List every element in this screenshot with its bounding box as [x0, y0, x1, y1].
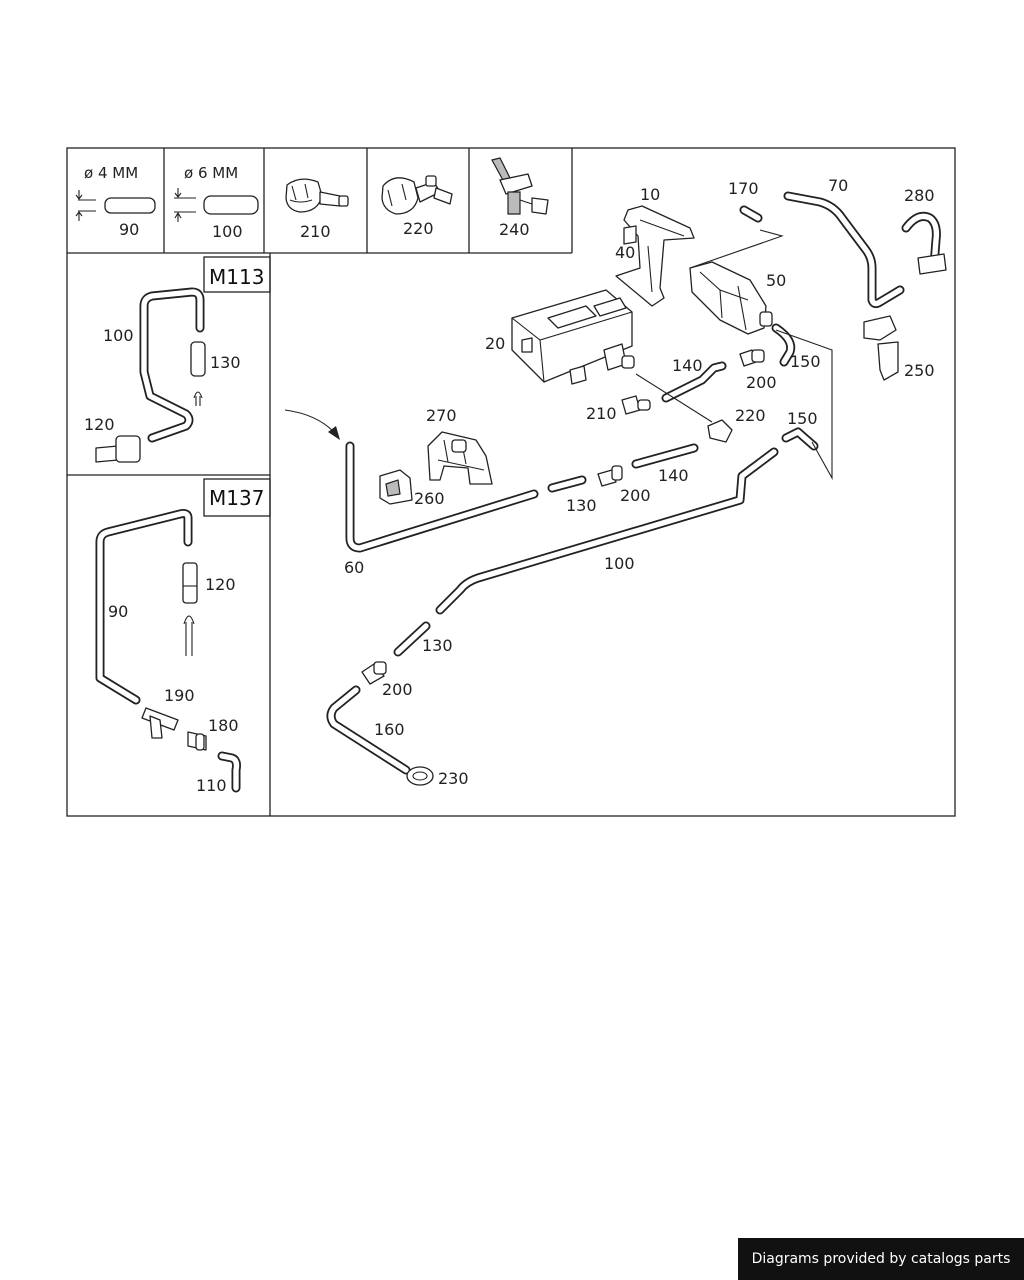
- callout-200-mid: 200: [620, 486, 651, 505]
- legend-100-label: 100: [212, 222, 243, 241]
- callout-200-upper: 200: [746, 373, 777, 392]
- callout-140-mid: 140: [658, 466, 689, 485]
- clip-270: [427, 431, 493, 485]
- hose-280: [901, 211, 947, 275]
- callout-200-lower: 200: [382, 680, 413, 699]
- callout-70: 70: [828, 176, 848, 195]
- m137-label-90: 90: [108, 602, 128, 621]
- m137-label-110: 110: [196, 776, 227, 795]
- callout-220: 220: [735, 406, 766, 425]
- pipe-60: [345, 441, 699, 553]
- curved-arrow: [284, 409, 340, 440]
- callout-10: 10: [640, 185, 660, 204]
- variant-m113-title: M113: [209, 265, 264, 289]
- callout-250: 250: [904, 361, 935, 380]
- callout-150-upper: 150: [790, 352, 821, 371]
- callout-150-lower: 150: [787, 409, 818, 428]
- m113-label-120: 120: [84, 415, 115, 434]
- callout-labels: 10 40 20 50 170 70 280 250 150 200 140 2…: [344, 176, 935, 788]
- upper-hoses: [621, 323, 819, 451]
- leader-lines: [635, 229, 833, 481]
- legend-220-label: 220: [403, 219, 434, 238]
- legend-240-label: 240: [499, 220, 530, 239]
- footer-credit: Diagrams provided by catalogs parts: [738, 1238, 1024, 1280]
- callout-40: 40: [615, 243, 635, 262]
- m137-label-180: 180: [208, 716, 239, 735]
- callout-160: 160: [374, 720, 405, 739]
- callout-130-mid: 130: [566, 496, 597, 515]
- m113-label-130: 130: [210, 353, 241, 372]
- callout-60: 60: [344, 558, 364, 577]
- m137-label-120: 120: [205, 575, 236, 594]
- legend-6mm-label: ø 6 MM: [184, 164, 238, 182]
- callout-270: 270: [426, 406, 457, 425]
- callout-170: 170: [728, 179, 759, 198]
- legend-210-label: 210: [300, 222, 331, 241]
- callout-260: 260: [414, 489, 445, 508]
- legend-6mm-hose: ø 6 MM 100: [174, 164, 259, 241]
- legend-4mm-label: ø 4 MM: [84, 164, 138, 182]
- variant-m137-title: M137: [209, 486, 264, 510]
- callout-50: 50: [766, 271, 786, 290]
- canister-20: [511, 289, 635, 385]
- hose-170-70: [739, 191, 905, 309]
- valve-50: [689, 261, 773, 335]
- callout-130-lower: 130: [422, 636, 453, 655]
- callout-280: 280: [904, 186, 935, 205]
- callout-210: 210: [586, 404, 617, 423]
- callout-20: 20: [485, 334, 505, 353]
- m113-label-100: 100: [103, 326, 134, 345]
- bracket-10: [615, 205, 695, 307]
- legend-part-220: 220: [381, 175, 453, 238]
- variant-m137: M137 90 120 190 180 110: [95, 478, 271, 795]
- diagram-frame: [66, 147, 956, 817]
- callout-100: 100: [604, 554, 635, 573]
- pipe-100: [326, 447, 779, 786]
- variant-m113: M113 100 130 120: [84, 256, 271, 463]
- m137-label-190: 190: [164, 686, 195, 705]
- legend-part-240: 240: [491, 157, 549, 239]
- legend-90-label: 90: [119, 220, 139, 239]
- legend-4mm-hose: ø 4 MM 90: [75, 164, 156, 239]
- callout-230: 230: [438, 769, 469, 788]
- clip-260: [379, 469, 413, 505]
- callout-140-upper: 140: [672, 356, 703, 375]
- clip-250: [863, 315, 899, 381]
- legend-part-210: 210: [285, 178, 349, 241]
